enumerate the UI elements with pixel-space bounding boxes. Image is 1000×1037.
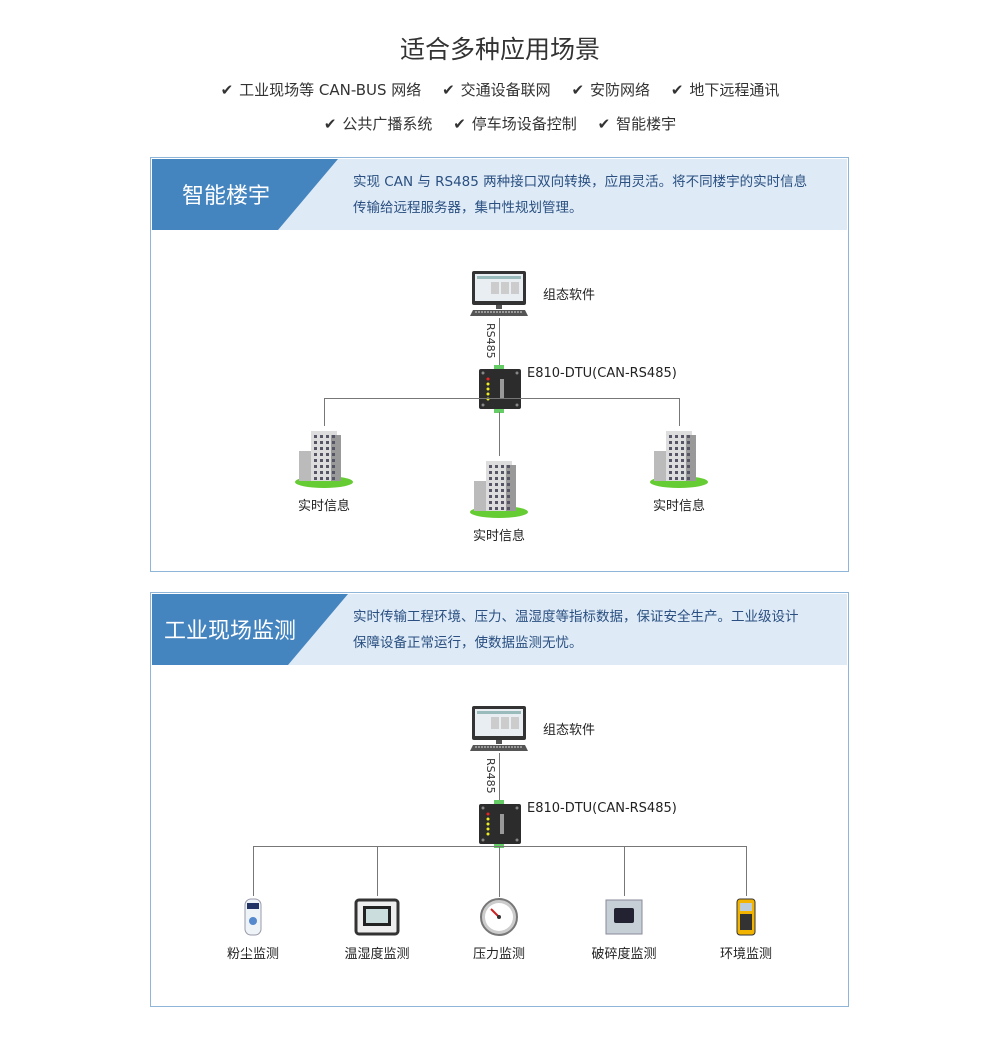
node-label: 粉尘监测 <box>226 947 279 962</box>
sensor-pressure-gauge-icon <box>479 897 519 941</box>
description-line: 保障设备正常运行，使数据监测无忧。 <box>353 635 583 651</box>
description-line: 传输给远程服务器，集中性规划管理。 <box>353 200 583 216</box>
sensor-dust-sensor-icon <box>238 897 268 941</box>
section-industrial-monitoring: 工业现场监测 实时传输工程环境、压力、温湿度等指标数据，保证安全生产。工业级设计保… <box>150 592 849 1007</box>
check-icon: ✔ <box>442 81 455 99</box>
node-label: 破碎度监测 <box>591 947 657 962</box>
drop-line <box>624 846 625 896</box>
drop-line <box>746 846 747 896</box>
computer-icon <box>469 705 529 757</box>
device-label: E810-DTU(CAN-RS485) <box>527 366 677 381</box>
feature-item: ✔停车场设备控制 <box>453 115 577 133</box>
node-label: 温湿度监测 <box>344 947 410 962</box>
section-header-band: 智能楼宇 实现 CAN 与 RS485 两种接口双向转换，应用灵活。将不同楼宇的实… <box>152 159 847 230</box>
section-title-tab: 智能楼宇 <box>152 159 338 230</box>
check-icon: ✔ <box>670 81 684 99</box>
feature-item: ✔智能楼宇 <box>597 115 677 133</box>
drop-line <box>377 846 378 896</box>
building-icon <box>468 455 530 523</box>
feature-item: ✔安防网络 <box>571 81 651 99</box>
section-description: 实时传输工程环境、压力、温湿度等指标数据，保证安全生产。工业级设计保障设备正常运… <box>353 604 799 656</box>
check-icon: ✔ <box>571 81 585 99</box>
sensor-environment-meter-icon <box>734 897 758 941</box>
node-label: 环境监测 <box>719 947 772 962</box>
feature-row-1: ✔工业现场等 CAN-BUS 网络 ✔交通设备联网 ✔安防网络 ✔地下远程通讯 <box>0 79 1000 100</box>
section-header-band: 工业现场监测 实时传输工程环境、压力、温湿度等指标数据，保证安全生产。工业级设计保… <box>152 594 847 665</box>
section-title-tab: 工业现场监测 <box>152 594 348 665</box>
feature-item: ✔地下远程通讯 <box>670 81 780 99</box>
section-title: 智能楼宇 <box>182 184 271 209</box>
building-icon <box>648 425 710 493</box>
check-icon: ✔ <box>220 81 234 99</box>
description-line: 实时传输工程环境、压力、温湿度等指标数据，保证安全生产。工业级设计 <box>353 609 799 625</box>
rs485-link-line <box>499 318 500 369</box>
software-label: 组态软件 <box>543 288 596 303</box>
feature-row-2: ✔公共广播系统 ✔停车场设备控制 ✔智能楼宇 <box>0 113 1000 134</box>
drop-line <box>499 412 500 456</box>
dtu-device-icon <box>478 800 522 852</box>
sensor-crush-monitor-icon <box>604 897 644 941</box>
node-label: 实时信息 <box>472 529 525 544</box>
feature-item: ✔公共广播系统 <box>323 115 433 133</box>
rs485-label: RS485 <box>484 758 497 794</box>
software-label: 组态软件 <box>543 723 596 738</box>
feature-item: ✔交通设备联网 <box>442 81 551 99</box>
node-label: 实时信息 <box>652 499 705 514</box>
check-icon: ✔ <box>323 115 337 133</box>
section-description: 实现 CAN 与 RS485 两种接口双向转换，应用灵活。将不同楼宇的实时信息传… <box>353 169 807 221</box>
rs485-link-line <box>499 753 500 804</box>
device-label: E810-DTU(CAN-RS485) <box>527 801 677 816</box>
drop-line <box>324 398 325 426</box>
sensor-humidity-sensor-icon <box>354 897 400 941</box>
check-icon: ✔ <box>597 115 611 133</box>
node-label: 压力监测 <box>472 947 525 962</box>
drop-line <box>679 398 680 426</box>
drop-line <box>499 847 500 897</box>
bus-line <box>253 846 746 847</box>
description-line: 实现 CAN 与 RS485 两种接口双向转换，应用灵活。将不同楼宇的实时信息 <box>353 174 808 190</box>
rs485-label: RS485 <box>484 323 497 359</box>
feature-item: ✔工业现场等 CAN-BUS 网络 <box>220 81 422 99</box>
check-icon: ✔ <box>453 115 466 133</box>
section-title: 工业现场监测 <box>164 619 297 644</box>
dtu-device-icon <box>478 365 522 417</box>
drop-line <box>253 846 254 896</box>
computer-icon <box>469 270 529 322</box>
bus-line <box>324 398 679 399</box>
page-title: 适合多种应用场景 <box>399 35 600 64</box>
section-smart-building: 智能楼宇 实现 CAN 与 RS485 两种接口双向转换，应用灵活。将不同楼宇的实… <box>150 157 849 572</box>
building-icon <box>293 425 355 493</box>
node-label: 实时信息 <box>297 499 350 514</box>
